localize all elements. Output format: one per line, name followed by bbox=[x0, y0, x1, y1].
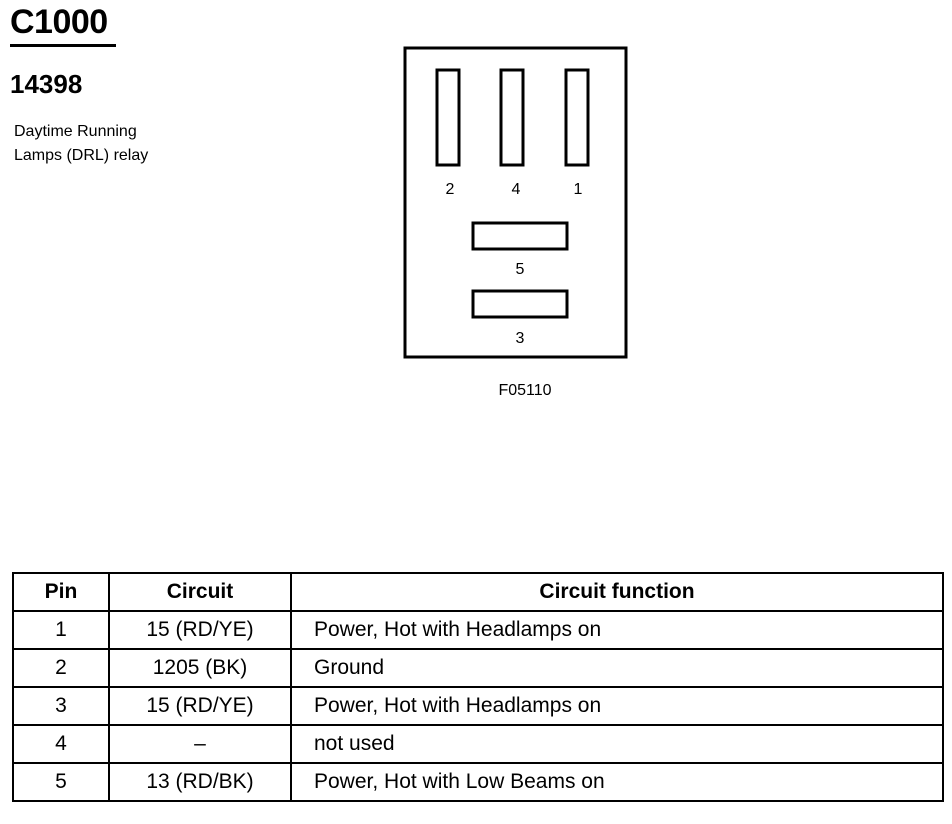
pin-label-4: 4 bbox=[512, 181, 521, 198]
pin-1-terminal bbox=[564, 68, 590, 167]
header-circuit: Circuit bbox=[108, 572, 292, 612]
circuit-cell: 15 (RD/YE) bbox=[108, 686, 292, 726]
connector-face-diagram: 2 4 1 5 3 F05110 bbox=[403, 46, 628, 399]
part-number: 14398 bbox=[10, 69, 83, 99]
function-cell: Ground bbox=[290, 648, 944, 688]
table-header-row: Pin Circuit Circuit function bbox=[12, 572, 944, 612]
table-row: 5 13 (RD/BK) Power, Hot with Low Beams o… bbox=[12, 762, 944, 802]
table-row: 3 15 (RD/YE) Power, Hot with Headlamps o… bbox=[12, 686, 944, 726]
pinout-table: Pin Circuit Circuit function 1 15 (RD/YE… bbox=[12, 572, 944, 802]
pin-cell: 5 bbox=[12, 762, 110, 802]
figure-code: F05110 bbox=[498, 382, 551, 399]
pin-cell: 1 bbox=[12, 610, 110, 650]
pin-4-terminal bbox=[499, 68, 525, 167]
pin-label-1: 1 bbox=[574, 181, 583, 198]
pin-cell: 4 bbox=[12, 724, 110, 764]
pin-label-3: 3 bbox=[516, 330, 525, 347]
function-cell: Power, Hot with Headlamps on bbox=[290, 610, 944, 650]
description-line-2: Lamps (DRL) relay bbox=[14, 147, 149, 164]
connector-id-underline bbox=[10, 44, 116, 47]
function-cell: Power, Hot with Headlamps on bbox=[290, 686, 944, 726]
connector-id: C1000 bbox=[10, 3, 108, 41]
pin-5-terminal bbox=[471, 221, 569, 251]
header-pin: Pin bbox=[12, 572, 110, 612]
function-cell: not used bbox=[290, 724, 944, 764]
connector-housing bbox=[403, 46, 628, 359]
circuit-cell: 15 (RD/YE) bbox=[108, 610, 292, 650]
pin-2-terminal bbox=[435, 68, 461, 167]
description-line-1: Daytime Running bbox=[14, 123, 137, 140]
table-row: 4 – not used bbox=[12, 724, 944, 764]
circuit-cell: 13 (RD/BK) bbox=[108, 762, 292, 802]
circuit-cell: – bbox=[108, 724, 292, 764]
circuit-cell: 1205 (BK) bbox=[108, 648, 292, 688]
pin-cell: 2 bbox=[12, 648, 110, 688]
pin-label-5: 5 bbox=[516, 261, 525, 278]
table-row: 2 1205 (BK) Ground bbox=[12, 648, 944, 688]
table-row: 1 15 (RD/YE) Power, Hot with Headlamps o… bbox=[12, 610, 944, 650]
pin-cell: 3 bbox=[12, 686, 110, 726]
pin-label-2: 2 bbox=[446, 181, 455, 198]
pin-3-terminal bbox=[471, 289, 569, 319]
header-circuit-function: Circuit function bbox=[290, 572, 944, 612]
function-cell: Power, Hot with Low Beams on bbox=[290, 762, 944, 802]
connector-description: Daytime Running Lamps (DRL) relay bbox=[14, 120, 214, 168]
